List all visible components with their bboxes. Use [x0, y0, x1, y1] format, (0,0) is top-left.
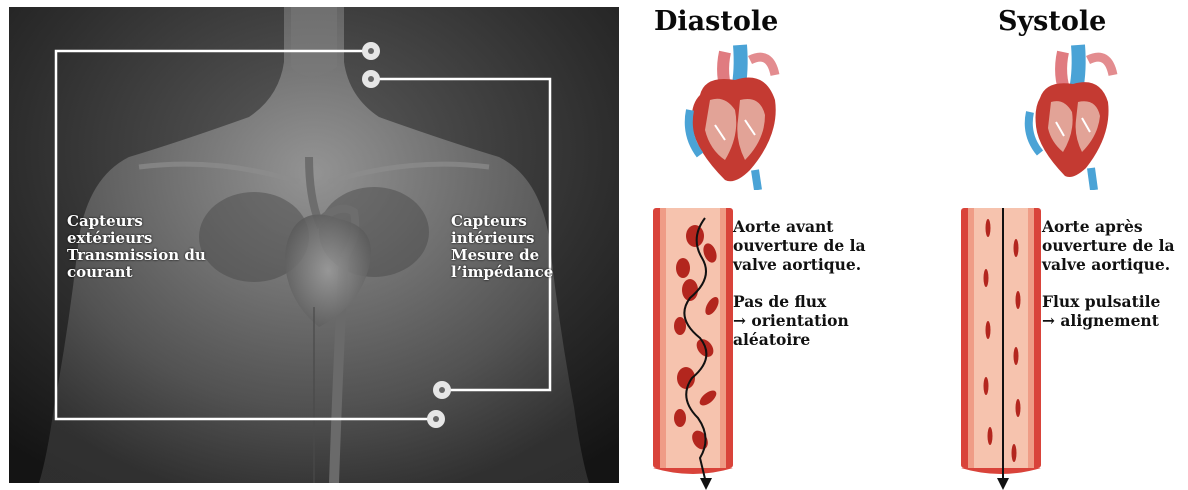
- torso-illustration-panel: Capteurs extérieurs Transmission du cour…: [9, 7, 619, 483]
- systole-title: Systole: [998, 6, 1106, 37]
- electrode-torso-lower: [427, 410, 445, 428]
- aorta-comparison-panel: Diastole Systole: [630, 0, 1188, 490]
- diastole-caption-state: Aorte avant ouverture de la valve aortiq…: [733, 217, 866, 274]
- inner-sensors-label: Capteurs intérieurs Mesure de l’impédanc…: [451, 213, 553, 281]
- electrode-neck-upper: [362, 42, 380, 60]
- systole-heart-icon: [1018, 40, 1128, 190]
- neck: [291, 7, 337, 77]
- diastole-caption-flow: Pas de flux → orientation aléatoire: [733, 292, 849, 349]
- electrode-neck-lower: [362, 70, 380, 88]
- diastole-title: Diastole: [654, 6, 778, 37]
- diastole-arrowhead: [700, 478, 712, 490]
- electrode-torso-upper: [433, 381, 451, 399]
- systole-caption-state: Aorte après ouverture de la valve aortiq…: [1042, 217, 1175, 274]
- systole-caption-flow: Flux pulsatile → alignement: [1042, 292, 1160, 330]
- outer-sensors-label: Capteurs extérieurs Transmission du cour…: [67, 213, 206, 281]
- diastole-heart-icon: [680, 40, 790, 190]
- systole-arrowhead: [997, 478, 1009, 490]
